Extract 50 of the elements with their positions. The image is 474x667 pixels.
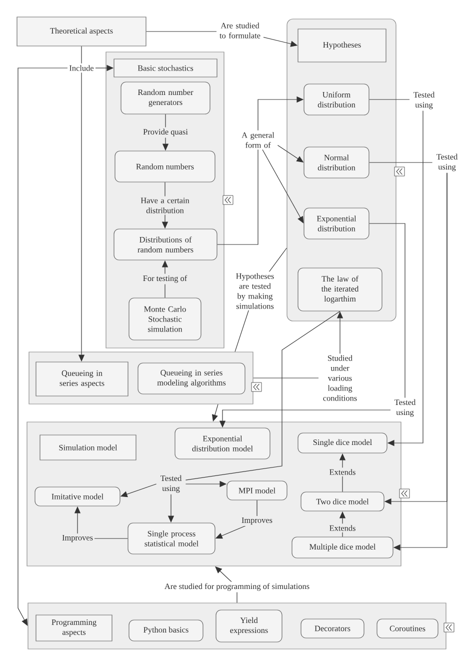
connector-line [185,311,340,480]
connector-line [217,149,258,245]
rounded-box: Uniform distribution [304,84,370,116]
concept-box: Queueing in series aspects [36,362,128,396]
concept-box: Basic stochastics [114,58,218,78]
rounded-box: Decorators [300,618,364,638]
relation-label: A general form of [238,130,278,150]
arrow [369,99,424,446]
edge-label: Studied under various loading conditions [318,354,362,402]
relation-label: Tested using [156,474,186,494]
edge-label: Are studied for programming of simulations [162,582,312,592]
rounded-box: Distributions of random numbers [114,228,218,260]
rounded-box: MPI model [226,480,288,500]
rounded-box: Random numbers [114,150,216,182]
rounded-box: Two dice model [300,492,384,512]
rounded-box: Random number generators [120,82,210,114]
rounded-box: Python basics [128,620,204,642]
connector-line [369,162,433,163]
edge-label: Tested using [390,398,420,418]
rounded-box: Exponential distribution [304,208,370,240]
arrow [262,149,304,224]
edge-label: Have a certain distribution [132,196,198,215]
edge-label: Tested using [410,90,438,111]
rounded-box: Yield expressions [216,610,282,642]
relation-label: Tested using [432,152,462,173]
rounded-box: Queueing in series modeling algorithms [138,362,246,394]
rounded-box: The law of the iterated logarthim [298,268,382,312]
rounded-box: Exponential distribution model [174,428,270,460]
concept-box: Programming aspects [36,614,112,642]
connector-line [81,46,82,64]
concept-box: Theoretical aspects [16,16,146,46]
edge-label: Hypotheses are tested by making simulations [234,272,276,310]
arrow [18,68,68,626]
rounded-box: Monte Carlo Stochastic simulation [128,298,202,340]
edge-label: Extends [328,524,358,532]
relation-label: Include [68,64,96,72]
edge-label: Are studied to formulate [216,21,264,40]
edge-label: Provide quasi [142,127,190,138]
rounded-box: Normal distribution [304,146,370,178]
rounded-box: Single process statistical model [128,522,216,554]
rounded-box: Single dice model [298,432,388,454]
edge-label: Improves [60,533,94,544]
rounded-box: Coroutines [376,618,438,638]
concept-box: Simulation model [40,434,136,460]
rounded-box: Multiple dice model [292,536,394,558]
edge-label: For testing of [141,274,189,284]
edge-label: Extends [328,468,358,476]
concept-box: Hypotheses [298,28,386,62]
rounded-box: Imitative model [34,486,120,506]
edge-label: Improves [240,516,274,526]
